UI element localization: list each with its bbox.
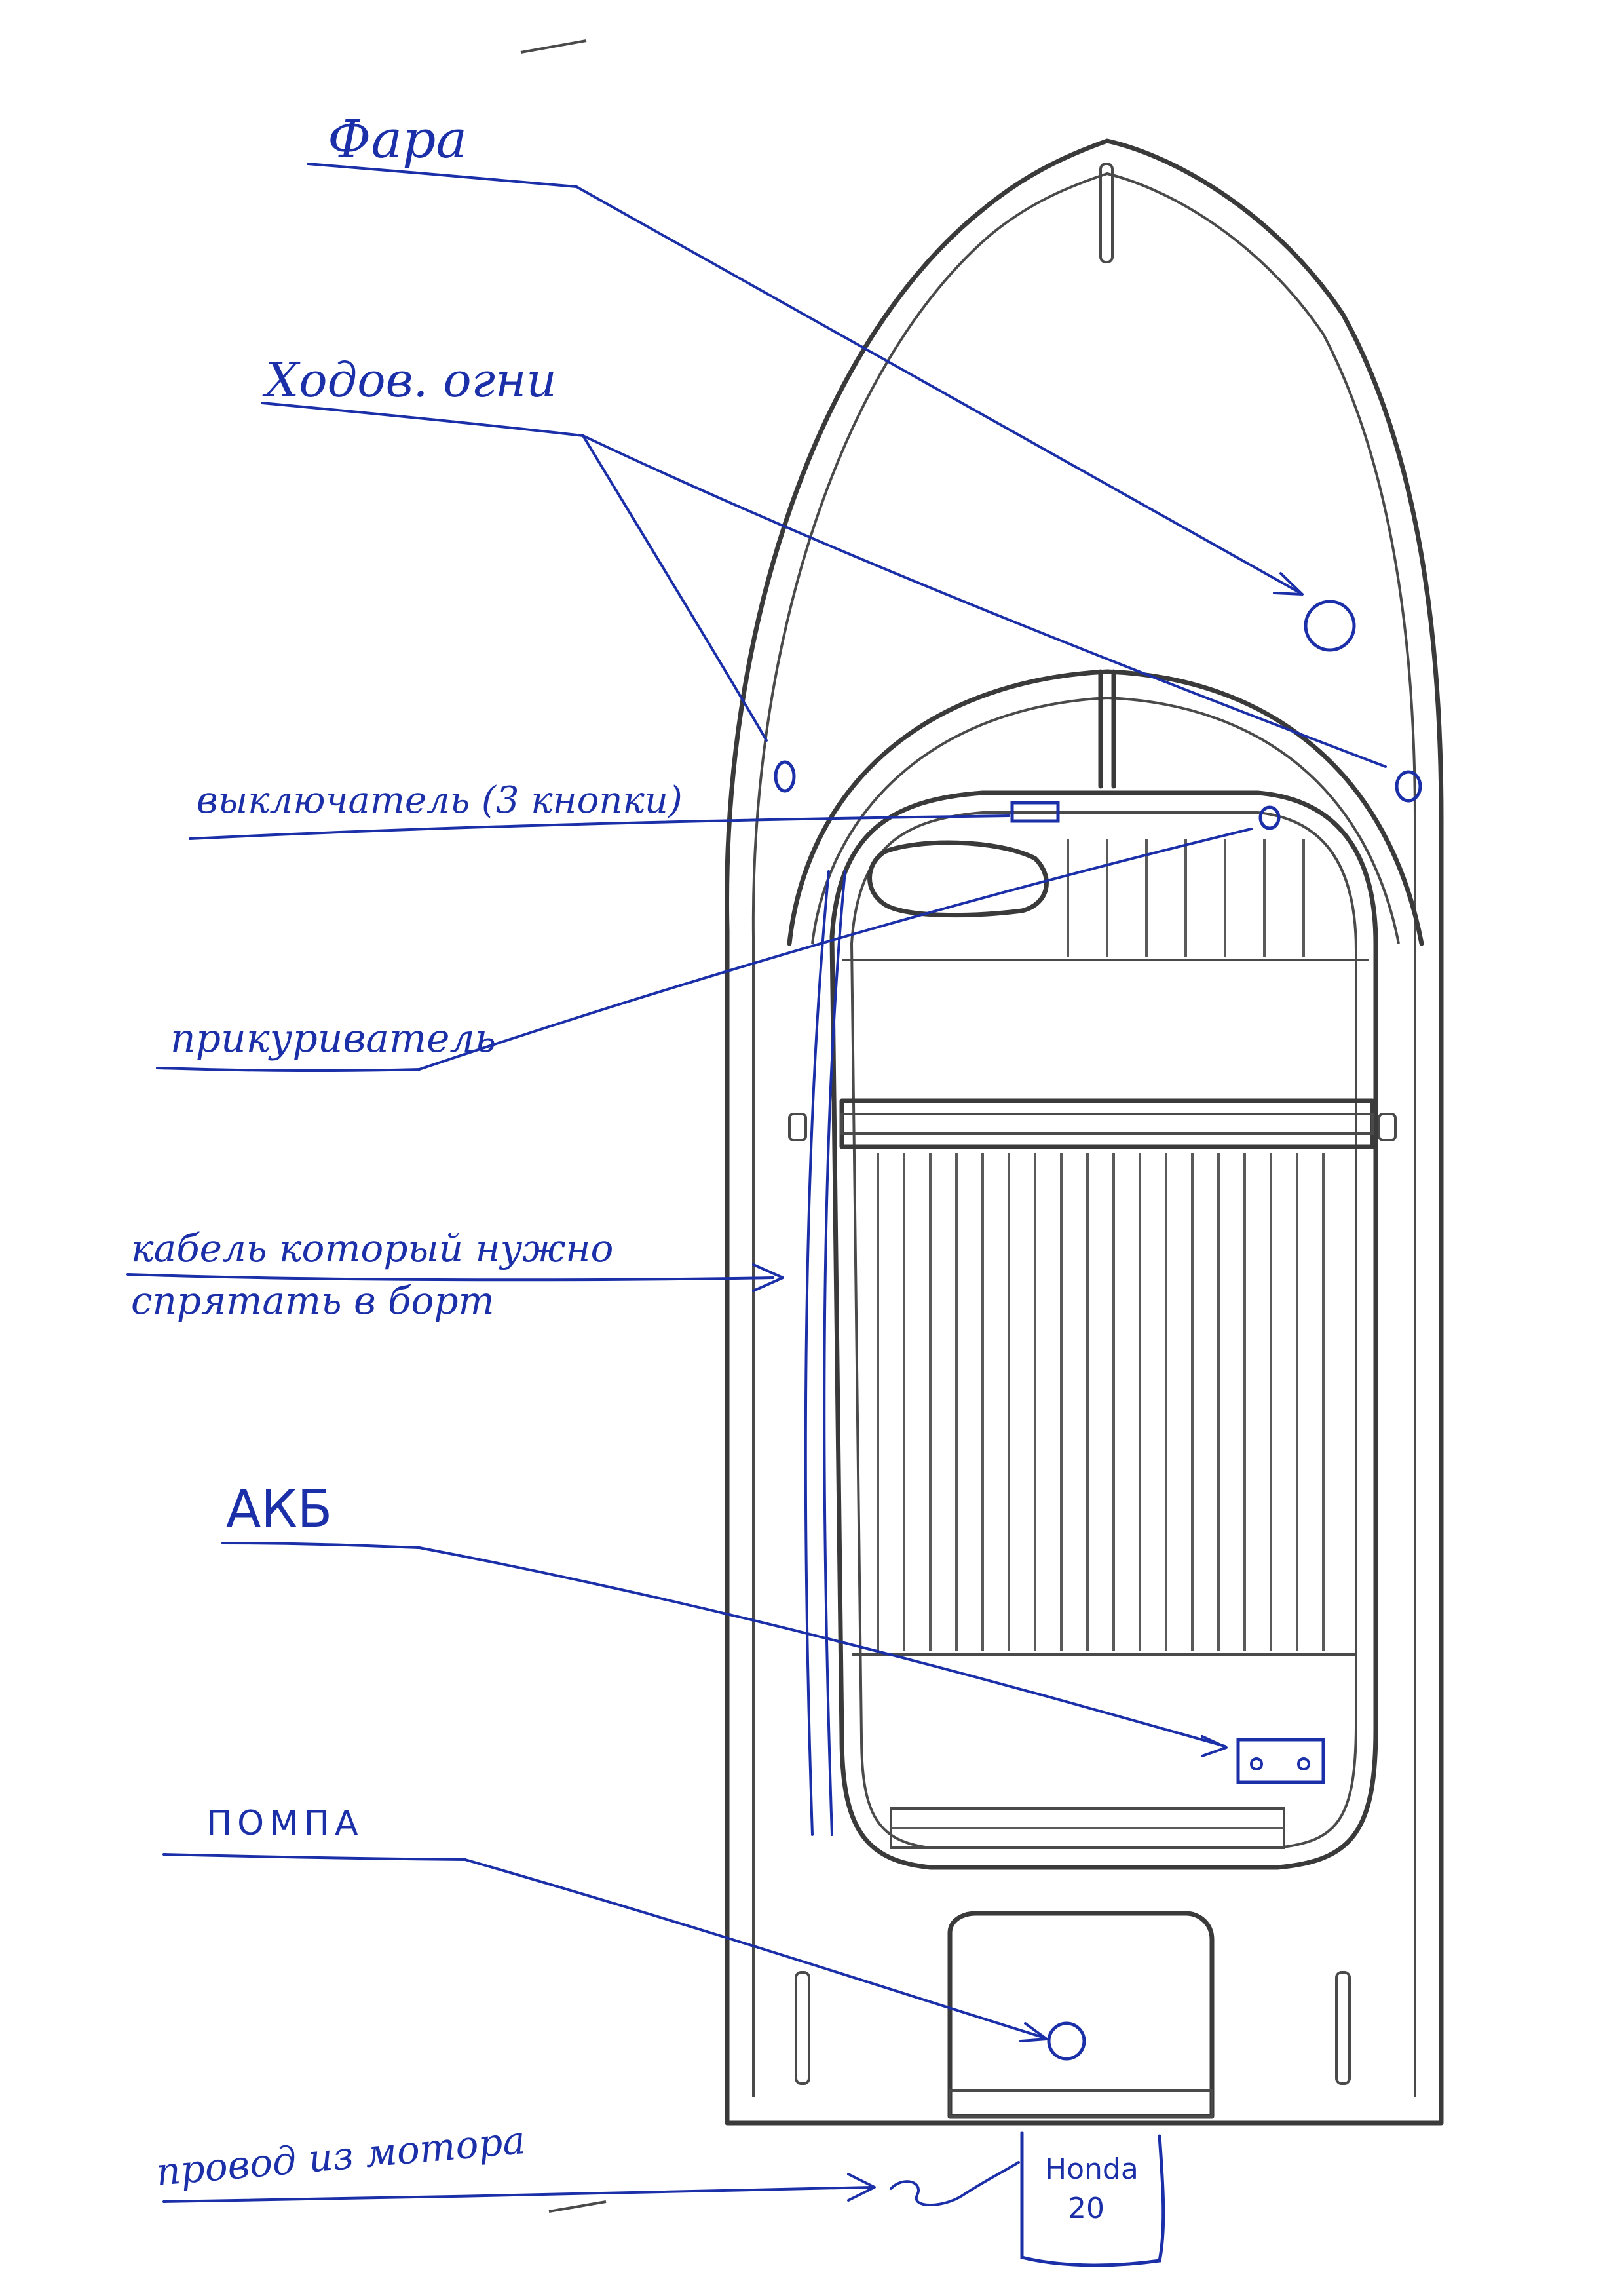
battery-label: АКБ: [226, 1480, 332, 1539]
scan-mark-top: [520, 39, 587, 54]
bench-seat-rail: [840, 1113, 1374, 1135]
running-lights-leader-left: [582, 434, 768, 742]
switch-underline: [189, 814, 1010, 840]
battery-leader: [418, 1546, 1226, 1748]
oarlock-left: [788, 1113, 807, 1141]
cable-label-line1: кабель который нужно: [131, 1226, 613, 1271]
cable-label-line2: спрятать в борт: [131, 1278, 495, 1323]
annotation-pump: ПОМПА: [162, 1804, 1086, 2061]
oarlock-right: [1378, 1113, 1397, 1141]
cigarette-lighter-leader: [418, 828, 1253, 1071]
console: [867, 840, 1049, 918]
motor-wire-arrowhead: [847, 2173, 876, 2202]
pump-leader: [464, 1858, 1046, 2039]
annotation-motor-wire: провод из мотора: [154, 2118, 1020, 2206]
headlight-underline: [307, 163, 578, 188]
pump-marker: [1047, 2021, 1086, 2061]
headlight-label: Фара: [328, 109, 467, 170]
annotation-headlight: Фара: [307, 109, 1356, 652]
headlight-marker: [1304, 600, 1356, 652]
transom: [949, 2089, 1213, 2118]
hull-outline: [725, 138, 1444, 2126]
floor-slats: [877, 1153, 1325, 1651]
cockpit-inner: [850, 811, 1357, 1849]
switch-label: выключатель (3 кнопки): [197, 779, 683, 822]
annotation-cigarette-lighter: прикуриватель: [156, 805, 1281, 1073]
windscreen: [787, 669, 1424, 946]
switch-marker: [1010, 801, 1060, 823]
cigarette-lighter-label: прикуриватель: [170, 1016, 496, 1062]
pump-arrowhead: [1019, 2022, 1048, 2042]
cigarette-lighter-underline: [156, 1067, 421, 1073]
cable-run-inner: [823, 870, 846, 1836]
cable-underline: [126, 1273, 774, 1282]
stern-cleat-left: [795, 1971, 810, 2085]
running-light-starboard-marker: [1395, 770, 1422, 803]
motor-well: [947, 1911, 1215, 2119]
cable-run-outer: [804, 870, 830, 1836]
stern-cleat-right: [1335, 1971, 1351, 2085]
annotation-switch: выключатель (3 кнопки): [189, 779, 1060, 840]
pump-label: ПОМПА: [206, 1804, 364, 1843]
annotation-cable: кабель который нужно спрятать в борт: [126, 870, 846, 1836]
running-lights-leader-right: [582, 434, 1387, 768]
motor-wire-squiggle: [890, 2161, 1020, 2206]
running-lights-underline: [261, 402, 584, 437]
battery-terminal-left: [1250, 1757, 1263, 1770]
scan-mark-bottom: [548, 2200, 607, 2213]
cigarette-lighter-marker: [1258, 805, 1281, 830]
motor-wire-leader: [162, 2186, 873, 2203]
annotation-battery: АКБ: [221, 1480, 1325, 1784]
motor-wire-label: провод из мотора: [154, 2118, 527, 2194]
pump-underline: [162, 1853, 466, 1861]
front-deck-slats: [1067, 839, 1305, 957]
annotation-running-lights: Ходов. огни: [261, 353, 1422, 803]
battery-underline: [221, 1542, 421, 1549]
headlight-leader: [575, 185, 1302, 594]
motor-brand: Honda: [1045, 2152, 1139, 2186]
battery-marker: [1236, 1738, 1325, 1784]
windscreen-inner: [811, 696, 1400, 944]
outboard-motor: Honda 20: [1020, 2131, 1165, 2267]
battery-arrowhead: [1201, 1735, 1228, 1757]
gunwale-line: [751, 172, 1416, 2097]
cable-arrowhead: [752, 1263, 784, 1292]
motor-power: 20: [1068, 2192, 1105, 2225]
running-light-port-marker: [774, 760, 796, 793]
headlight-arrowhead: [1273, 572, 1304, 596]
bench-seat: [839, 1098, 1375, 1149]
cockpit-outline: [829, 790, 1378, 1870]
battery-terminal-right: [1297, 1757, 1310, 1770]
outboard-motor-outline: [1020, 2131, 1165, 2267]
bow-cleat: [1099, 163, 1114, 263]
running-lights-label: Ходов. огни: [262, 353, 557, 408]
boat-drawing: [725, 138, 1444, 2126]
